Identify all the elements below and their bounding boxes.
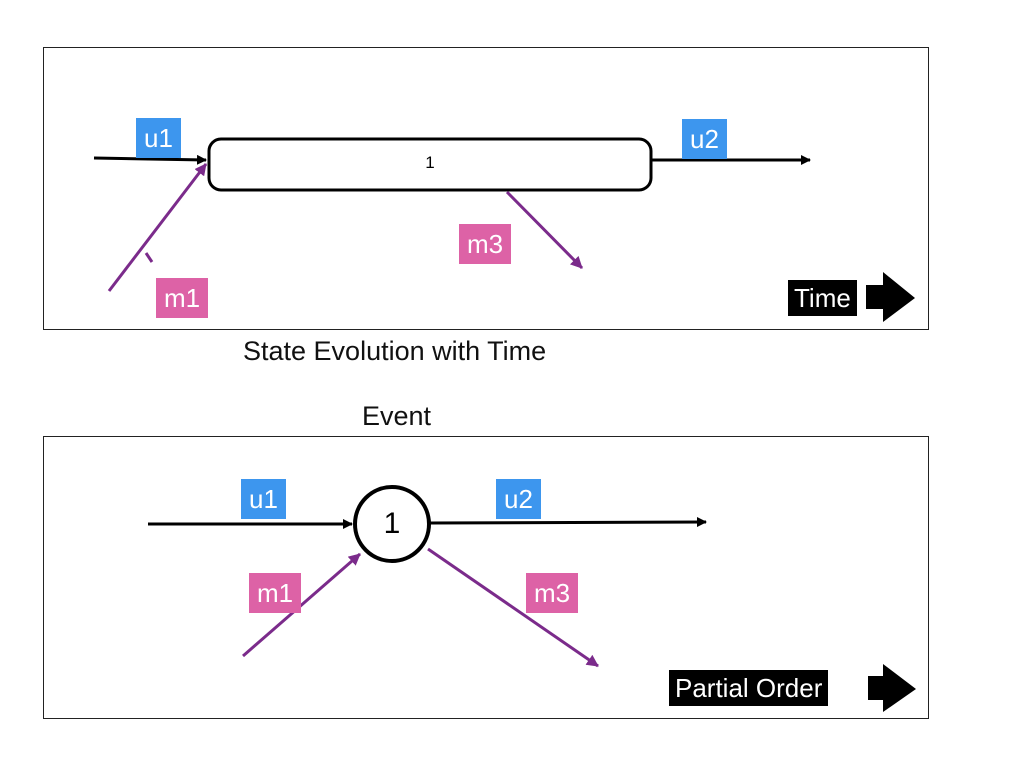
bottom-msg-out-line (427, 547, 599, 668)
top-panel-caption: State Evolution with Time (243, 336, 547, 366)
top-user-in-line (93, 154, 207, 165)
time-arrow-icon (866, 272, 915, 322)
top-user-in-tag: u1 (136, 118, 181, 158)
event-node (353, 485, 431, 563)
partial-order-arrow-icon (868, 664, 916, 712)
bottom-msg-in-line (242, 552, 361, 658)
top-msg-in-line (107, 163, 208, 292)
bottom-msg-in-tag: m1 (249, 573, 302, 613)
bottom-msg-out-tag: m3 (526, 573, 579, 613)
top-msg-out-line (505, 190, 584, 270)
bottom-user-out-line (429, 517, 707, 528)
time-axis-label: Time (788, 280, 857, 316)
bottom-user-out-tag: u2 (496, 479, 541, 519)
top-msg-in-tick (144, 252, 154, 263)
top-msg-in-tag: m1 (156, 278, 209, 318)
state-box (207, 137, 653, 192)
partial-order-axis-label: Partial Order (669, 670, 829, 706)
event-title: Event (362, 401, 432, 431)
top-msg-out-tag: m3 (459, 224, 512, 264)
bottom-user-in-tag: u1 (241, 479, 286, 519)
top-user-out-tag: u2 (682, 119, 727, 159)
state-label: 1 (425, 153, 435, 172)
event-label: 1 (383, 507, 401, 540)
